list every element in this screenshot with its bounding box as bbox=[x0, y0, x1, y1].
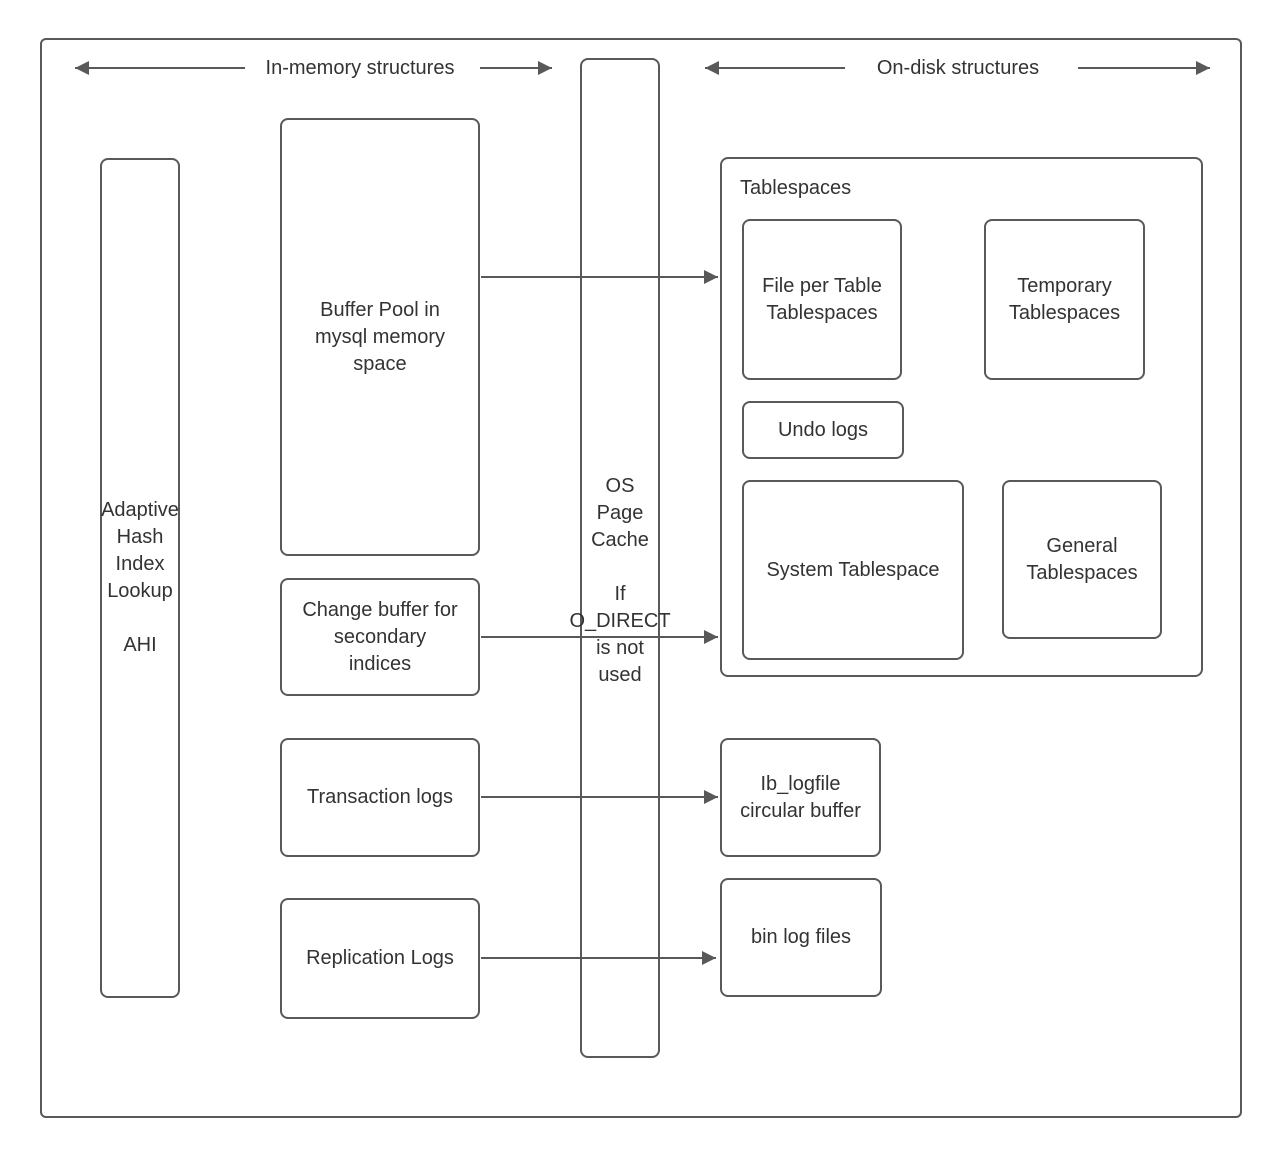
node-bin-log-files: bin log files bbox=[720, 878, 882, 997]
node-system-tablespace: System Tablespace bbox=[742, 480, 964, 660]
group-tablespaces: Tablespaces File per Table Tablespaces T… bbox=[720, 157, 1203, 677]
node-transaction-logs: Transaction logs bbox=[280, 738, 480, 857]
ib-logfile-label: Ib_logfile circular buffer bbox=[740, 772, 861, 822]
os-page-cache-label: OS Page Cache If O_DIRECT is not used bbox=[569, 474, 671, 686]
diagram-outer-border bbox=[40, 38, 1242, 1118]
change-buffer-label: Change buffer for secondary indices bbox=[302, 598, 458, 675]
general-tablespaces-label: General Tablespaces bbox=[1026, 534, 1138, 584]
node-general-tablespaces: General Tablespaces bbox=[1002, 480, 1162, 639]
transaction-logs-label: Transaction logs bbox=[307, 786, 453, 808]
node-replication-logs: Replication Logs bbox=[280, 898, 480, 1019]
node-undo-logs: Undo logs bbox=[742, 401, 904, 459]
tablespaces-title: Tablespaces bbox=[740, 177, 852, 199]
adaptive-hash-index-label: Adaptive Hash Index Lookup AHI bbox=[101, 499, 179, 656]
on-disk-header-label: On-disk structures bbox=[876, 57, 1040, 79]
buffer-pool-label: Buffer Pool in mysql memory space bbox=[314, 298, 445, 375]
in-memory-header-label: In-memory structures bbox=[265, 57, 455, 79]
bin-log-files-label: bin log files bbox=[750, 926, 852, 948]
node-file-per-table-tablespaces: File per Table Tablespaces bbox=[742, 219, 902, 380]
node-os-page-cache: OS Page Cache If O_DIRECT is not used bbox=[569, 58, 671, 1058]
temporary-tablespaces-label: Temporary Tablespaces bbox=[1008, 274, 1121, 324]
node-temporary-tablespaces: Temporary Tablespaces bbox=[984, 219, 1145, 380]
node-change-buffer: Change buffer for secondary indices bbox=[280, 578, 480, 696]
node-ib-logfile: Ib_logfile circular buffer bbox=[720, 738, 881, 857]
node-buffer-pool: Buffer Pool in mysql memory space bbox=[280, 118, 480, 556]
node-adaptive-hash-index: Adaptive Hash Index Lookup AHI bbox=[100, 158, 180, 998]
undo-logs-label: Undo logs bbox=[777, 418, 869, 441]
file-per-table-label: File per Table Tablespaces bbox=[762, 274, 882, 324]
replication-logs-label: Replication Logs bbox=[306, 947, 454, 969]
system-tablespace-label: System Tablespace bbox=[766, 558, 940, 581]
